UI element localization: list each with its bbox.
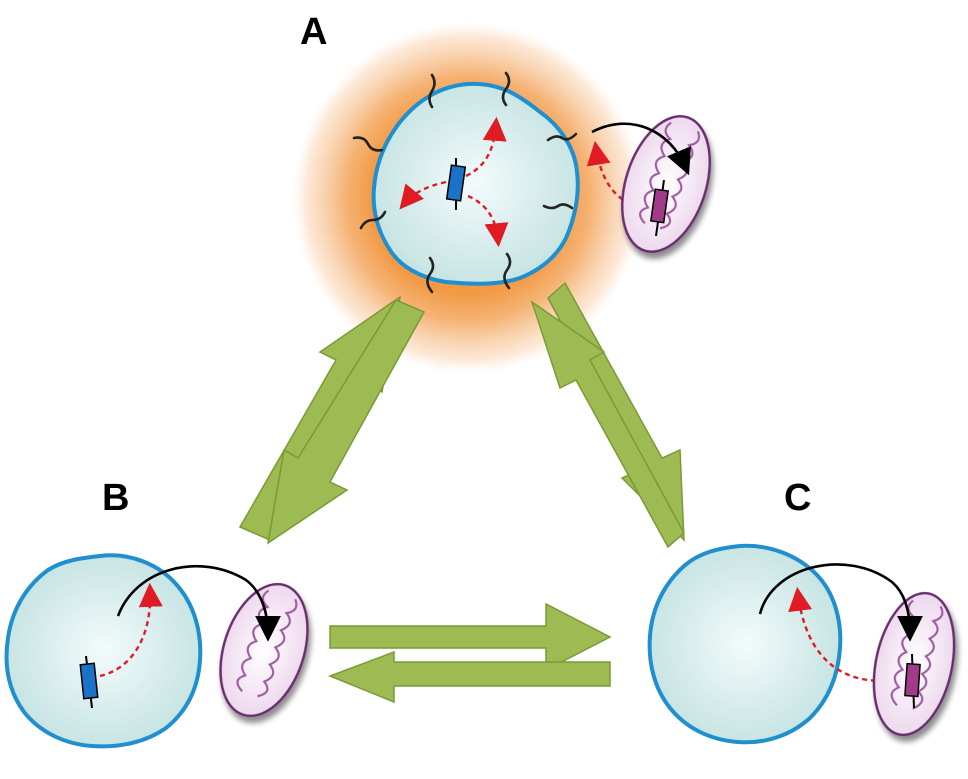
anterograde-arrow-a <box>591 122 691 176</box>
mito-gene-c <box>904 653 921 709</box>
arrow-a-to-b <box>266 299 426 545</box>
transcript-icon <box>503 252 512 290</box>
arrow-c-to-b <box>327 650 611 704</box>
transcript-icon <box>426 256 435 294</box>
label-a: A <box>300 11 327 53</box>
gene-icon <box>445 164 467 202</box>
state-a: A <box>292 11 712 374</box>
transcript-icon <box>542 203 574 210</box>
state-b: B <box>4 477 309 749</box>
arrow-b-to-c <box>329 602 612 672</box>
state-c: C <box>647 477 956 745</box>
nucleus-b <box>4 553 203 749</box>
mitochondrion-icon <box>639 121 701 230</box>
nucleus-c <box>647 543 843 745</box>
nuclear-gene-b <box>79 655 99 709</box>
gene-icon <box>904 662 921 698</box>
anterograde-arrow-c <box>758 563 923 642</box>
retrograde-signal-b <box>99 582 163 678</box>
gene-icon <box>649 188 670 224</box>
nucleus-a <box>371 81 580 286</box>
transcripts-a <box>352 71 578 294</box>
label-c: C <box>784 477 811 519</box>
transcript-icon <box>352 136 384 152</box>
retrograde-signals-a <box>399 116 649 248</box>
transition-arrows <box>238 281 685 704</box>
mito-gene-a <box>649 179 670 237</box>
anterograde-arrow-b <box>116 564 281 642</box>
arrow-c-to-a <box>530 300 685 549</box>
gene-icon <box>79 662 99 700</box>
transcript-icon <box>428 73 436 109</box>
label-b: B <box>102 477 129 519</box>
mitochondrion-b <box>219 582 309 718</box>
transcript-icon <box>501 71 511 107</box>
transcript-icon <box>359 210 387 230</box>
transcript-icon <box>546 132 578 142</box>
nuclear-gene-a <box>445 158 467 210</box>
